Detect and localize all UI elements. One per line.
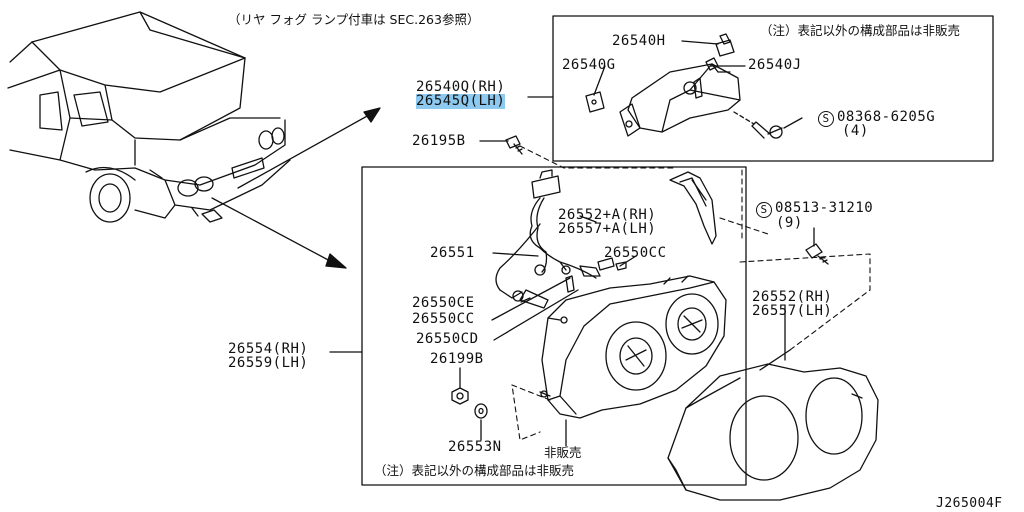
part-label-26540j[interactable]: 26540J <box>748 57 802 73</box>
part-label-26559-lh[interactable]: 26559(LH) <box>228 355 309 371</box>
screw-26195b <box>505 135 523 155</box>
part-label-26545q-lh[interactable]: 26545Q(LH) <box>416 93 506 109</box>
arrow-to-fog-lamp <box>237 107 381 189</box>
fog-lamp-illustration <box>585 33 783 139</box>
nut-26199b <box>451 387 469 405</box>
part-label-26557-lh[interactable]: 26557(LH) <box>752 303 833 319</box>
part-label-26195b[interactable]: 26195B <box>412 133 466 149</box>
part-qty-08513: (9) <box>776 215 803 231</box>
wiring-harness <box>495 169 627 309</box>
part-label-26553n[interactable]: 26553N <box>448 439 502 455</box>
part-label-26551[interactable]: 26551 <box>430 245 475 261</box>
part-label-26550cc-b[interactable]: 26550CC <box>412 311 475 327</box>
screw-08513 <box>805 243 829 265</box>
top-note: （リヤ フォグ ランプ付車は SEC.263参照） <box>228 12 480 27</box>
lamp-bracket <box>669 171 717 245</box>
part-label-26552-rh[interactable]: 26552(RH) <box>752 289 833 305</box>
tail-lamp-housing <box>539 275 727 419</box>
part-qty-08368: (4) <box>842 123 869 139</box>
part-label-26557a-lh[interactable]: 26557+A(LH) <box>558 221 657 237</box>
inset-note: （注）表記以外の構成部品は非販売 <box>760 23 961 38</box>
tail-lamp-lens <box>667 349 879 501</box>
screw-symbol-icon: S <box>756 202 772 218</box>
not-sold-label: 非販売 <box>544 445 582 460</box>
diagram-id: J265004F <box>936 496 1003 511</box>
part-label-26550cd[interactable]: 26550CD <box>416 331 479 347</box>
bolt-symbol-icon: S <box>818 111 834 127</box>
part-label-26552a-rh[interactable]: 26552+A(RH) <box>558 207 657 223</box>
part-label-26554-rh[interactable]: 26554(RH) <box>228 341 309 357</box>
main-note: （注）表記以外の構成部品は非販売 <box>374 463 575 478</box>
part-label-26550ce[interactable]: 26550CE <box>412 295 475 311</box>
part-label-26540g[interactable]: 26540G <box>562 57 616 73</box>
arrow-to-tail-lamp <box>211 197 347 269</box>
fog-lamp-inset-box <box>552 15 994 162</box>
part-label-26540q-rh[interactable]: 26540Q(RH) <box>416 79 506 95</box>
tail-lamp-box <box>361 166 747 486</box>
part-label-26550cc-a[interactable]: 26550CC <box>604 245 667 261</box>
part-label-26199b[interactable]: 26199B <box>430 351 484 367</box>
washer-26553n <box>474 403 488 419</box>
car-illustration <box>7 11 291 223</box>
part-label-26540h[interactable]: 26540H <box>612 33 666 49</box>
